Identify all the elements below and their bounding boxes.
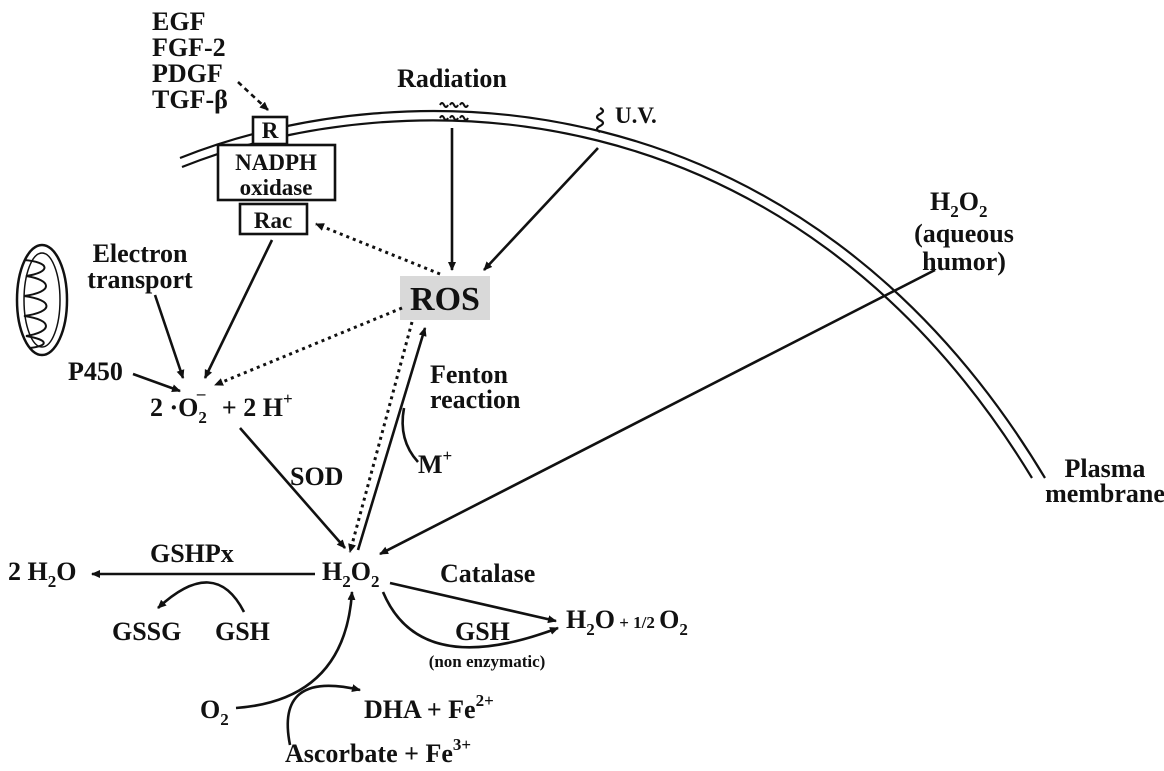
arrow-h2o2-to-ros-fenton xyxy=(356,327,427,551)
aqueous-h2o2-formula: H2O2 xyxy=(930,187,987,221)
electron-label: Electron xyxy=(93,239,188,268)
arrow-gsh-to-gssg xyxy=(157,581,246,613)
ros-highlight-box xyxy=(400,276,490,320)
arrow-gsh-nonenzymatic xyxy=(381,591,559,649)
reaction-label: reaction xyxy=(430,385,521,414)
nadph-label: NADPH xyxy=(235,150,317,175)
dotted-arrow-ros-to-rac xyxy=(315,222,441,276)
arrow-growth-factors-to-receptor xyxy=(237,81,269,111)
plasma-membrane-inner xyxy=(181,119,1033,479)
arrow-rac-to-superoxide xyxy=(203,239,274,379)
metal-feed-curve xyxy=(401,407,419,463)
arrow-ascorbate-to-dha xyxy=(286,684,361,746)
rac-label: Rac xyxy=(254,208,292,233)
arrow-uv-to-ros xyxy=(483,147,599,271)
arrow-p450-to-superoxide xyxy=(132,372,181,393)
dotted-arrow-ros-to-superoxide xyxy=(214,306,403,387)
gssg-label: GSSG xyxy=(112,617,181,646)
receptor-label: R xyxy=(262,118,279,143)
water-left-label: 2 H2O xyxy=(8,557,76,591)
arrow-catalase xyxy=(389,581,557,624)
products-right-label: H2O + 1/2 O2 xyxy=(566,605,688,639)
dha-label: DHA + Fe2+ xyxy=(364,691,494,724)
membrane-label: membrane xyxy=(1045,479,1164,508)
oxidase-label: oxidase xyxy=(240,175,313,200)
gshpx-label: GSHPx xyxy=(150,539,234,568)
arrow-o2-to-h2o2 xyxy=(235,591,356,710)
nadph-oxidase-box xyxy=(216,143,337,202)
uv-label: U.V. xyxy=(615,103,657,128)
mitochondrion-icon xyxy=(15,243,69,357)
humor-label: humor) xyxy=(922,247,1006,276)
transport-label: transport xyxy=(87,265,193,294)
gsh-right-label: GSH xyxy=(455,617,510,646)
h2o2-center-label: H2O2 xyxy=(322,557,379,591)
gsh-left-label: GSH xyxy=(215,617,270,646)
sod-label: SOD xyxy=(290,462,343,491)
metal-ion-label: M+ xyxy=(418,446,452,479)
radiation-label: Radiation xyxy=(397,64,507,93)
arrow-aqueous-h2o2-to-h2o2 xyxy=(379,268,936,556)
radiation-wave-icon xyxy=(439,102,469,121)
growth-factor-fgf2: FGF-2 xyxy=(152,33,226,62)
rac-box xyxy=(238,202,309,236)
aqueous-label: (aqueous xyxy=(914,219,1014,248)
arrow-superoxide-to-h2o2 xyxy=(239,427,346,549)
catalase-label: Catalase xyxy=(440,559,535,588)
dotted-arrow-ros-to-h2o2 xyxy=(348,321,414,553)
p450-label: P450 xyxy=(68,357,123,386)
ros-label: ROS xyxy=(410,281,480,318)
superoxide-equation: 2 ·O2– + 2 H+ xyxy=(150,384,293,427)
plasma-label: Plasma xyxy=(1065,454,1146,483)
growth-factor-tgfb: TGF-β xyxy=(152,85,228,114)
ascorbate-label: Ascorbate + Fe3+ xyxy=(285,735,471,768)
fenton-label: Fenton xyxy=(430,360,509,389)
o2-left-label: O2 xyxy=(200,695,229,729)
growth-factor-pdgf: PDGF xyxy=(152,59,223,88)
arrow-electron-transport-to-superoxide xyxy=(153,294,185,379)
uv-wave-icon xyxy=(595,107,605,133)
growth-factor-egf: EGF xyxy=(152,7,205,36)
non-enzymatic-label: (non enzymatic) xyxy=(429,652,546,671)
